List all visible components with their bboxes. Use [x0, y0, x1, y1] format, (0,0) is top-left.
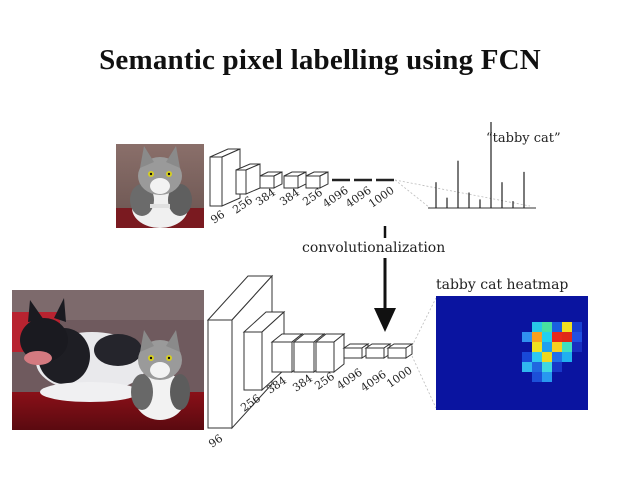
heatmap-cell [542, 352, 552, 362]
heatmap-cell [542, 372, 552, 382]
heatmap-cell [562, 322, 572, 332]
convolutionalization-label: convolutionalization [302, 240, 445, 256]
bottom-layer-label-1000: 1000 [384, 364, 414, 391]
bottom-layer-label-384b: 384 [290, 372, 315, 395]
heatmap-cell [552, 322, 562, 332]
heatmap-cell [532, 332, 542, 342]
top-layer-2-box [236, 164, 260, 194]
heatmap-cell [542, 322, 552, 332]
heatmap-cell [562, 342, 572, 352]
bottom-layer-5-box [316, 334, 344, 372]
top-layer-4-box [284, 172, 306, 188]
cat-photo [116, 144, 204, 228]
heatmap-cell [522, 352, 532, 362]
heatmap-cell [522, 362, 532, 372]
heatmap-cell [532, 362, 542, 372]
top-projection-lines [395, 180, 530, 208]
heatmap-cell [532, 342, 542, 352]
heatmap-cell [552, 342, 562, 352]
heatmap-cell [552, 362, 562, 372]
heatmap-cell [522, 332, 532, 342]
bottom-layer-label-4096a: 4096 [334, 366, 364, 393]
heatmap-cell [552, 332, 562, 342]
top-layer-3-box [260, 172, 282, 188]
heatmap-cell [572, 342, 582, 352]
bottom-layer-label-256b: 256 [312, 370, 337, 393]
heatmap-label: tabby cat heatmap [436, 277, 568, 293]
heatmap-cell [572, 332, 582, 342]
heatmap-cell [542, 342, 552, 352]
dog-cat-photo [12, 290, 204, 430]
heatmap-cell [532, 372, 542, 382]
heatmap-cell [562, 352, 572, 362]
bottom-layer-8-box [388, 344, 412, 358]
top-layer-label-384b: 384 [277, 186, 302, 209]
top-layer-label-96: 96 [208, 208, 227, 227]
heatmap-cell [562, 332, 572, 342]
top-output-label: “tabby cat” [486, 131, 561, 146]
heatmap-cell [532, 352, 542, 362]
bottom-layer-7-box [366, 344, 390, 358]
top-output-chart: “tabby cat” [428, 122, 561, 208]
heatmap-cell [542, 362, 552, 372]
bottom-projection-lines [412, 298, 436, 408]
heatmap-cell [572, 322, 582, 332]
top-layer-label-1000: 1000 [366, 184, 396, 211]
bottom-layer-6-box [344, 344, 368, 358]
top-layer-label-256b: 256 [300, 186, 325, 209]
heatmap: tabby cat heatmap [436, 277, 588, 410]
heatmap-cell [532, 322, 542, 332]
heatmap-cell [552, 352, 562, 362]
heatmap-cell [542, 332, 552, 342]
bottom-layer-label-96: 96 [206, 432, 225, 451]
